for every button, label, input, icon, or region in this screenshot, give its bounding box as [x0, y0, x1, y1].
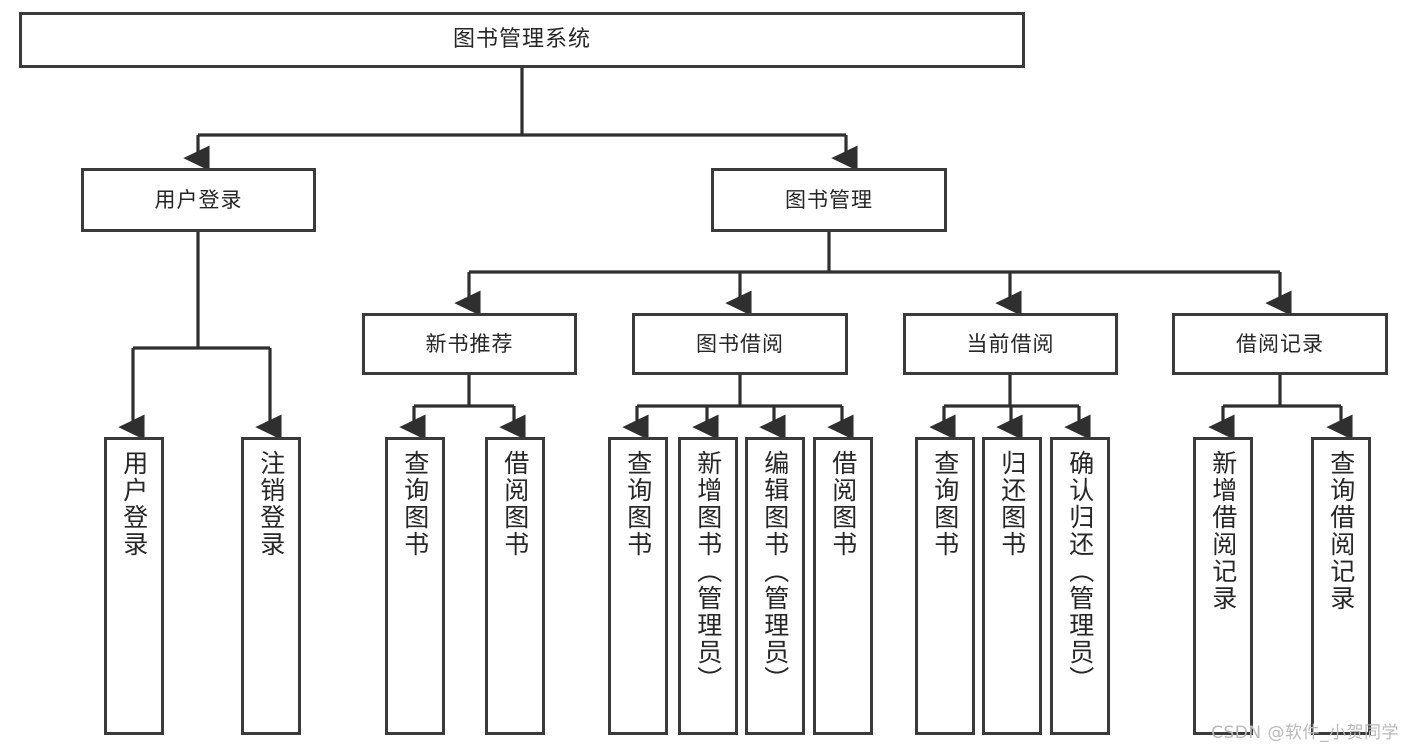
leaf-query-book-current[interactable]: 查询图书 — [915, 437, 975, 735]
node-label: 查询图书 — [930, 450, 960, 558]
node-user-login[interactable]: 用户登录 — [81, 168, 316, 232]
node-root-book-management-system[interactable]: 图书管理系统 — [19, 12, 1025, 68]
node-current-borrow[interactable]: 当前借阅 — [903, 313, 1118, 375]
node-label: 图书管理系统 — [452, 27, 591, 53]
node-label: 新增图书（管理员） — [693, 450, 723, 693]
node-label: 查询图书 — [400, 450, 430, 558]
node-book-management[interactable]: 图书管理 — [711, 168, 947, 232]
node-label: 借阅记录 — [1236, 331, 1324, 356]
leaf-user-login[interactable]: 用户登录 — [104, 437, 164, 735]
leaf-return-book[interactable]: 归还图书 — [982, 437, 1042, 735]
leaf-logout[interactable]: 注销登录 — [241, 437, 301, 735]
node-label: 注销登录 — [256, 450, 286, 558]
node-label: 查询图书 — [623, 450, 653, 558]
node-label: 归还图书 — [997, 450, 1027, 558]
leaf-borrow-book-newbook[interactable]: 借阅图书 — [485, 437, 545, 735]
node-label: 借阅图书 — [500, 450, 530, 558]
node-label: 新书推荐 — [425, 331, 514, 356]
node-label: 编辑图书（管理员） — [760, 450, 790, 693]
node-label: 图书管理 — [785, 187, 873, 212]
node-borrow-record[interactable]: 借阅记录 — [1172, 313, 1388, 375]
node-new-book-recommend[interactable]: 新书推荐 — [362, 313, 577, 375]
leaf-add-book-admin[interactable]: 新增图书（管理员） — [678, 437, 738, 735]
node-label: 当前借阅 — [966, 331, 1055, 356]
leaf-query-book-borrow[interactable]: 查询图书 — [608, 437, 668, 735]
leaf-query-book-newbook[interactable]: 查询图书 — [385, 437, 445, 735]
node-book-borrow[interactable]: 图书借阅 — [632, 313, 848, 375]
node-label: 借阅图书 — [828, 450, 858, 558]
node-label: 用户登录 — [119, 450, 149, 558]
leaf-borrow-book[interactable]: 借阅图书 — [813, 437, 873, 735]
leaf-edit-book-admin[interactable]: 编辑图书（管理员） — [745, 437, 805, 735]
node-label: 新增借阅记录 — [1208, 450, 1238, 612]
node-label: 用户登录 — [154, 187, 243, 212]
node-label: 图书借阅 — [696, 331, 784, 356]
node-label: 查询借阅记录 — [1326, 450, 1356, 612]
leaf-query-borrow-record[interactable]: 查询借阅记录 — [1311, 437, 1371, 735]
leaf-add-borrow-record[interactable]: 新增借阅记录 — [1193, 437, 1253, 735]
node-label: 确认归还（管理员） — [1065, 450, 1095, 693]
leaf-confirm-return-admin[interactable]: 确认归还（管理员） — [1050, 437, 1110, 735]
watermark-text: CSDN @软件_小贺同学 — [1211, 723, 1399, 743]
